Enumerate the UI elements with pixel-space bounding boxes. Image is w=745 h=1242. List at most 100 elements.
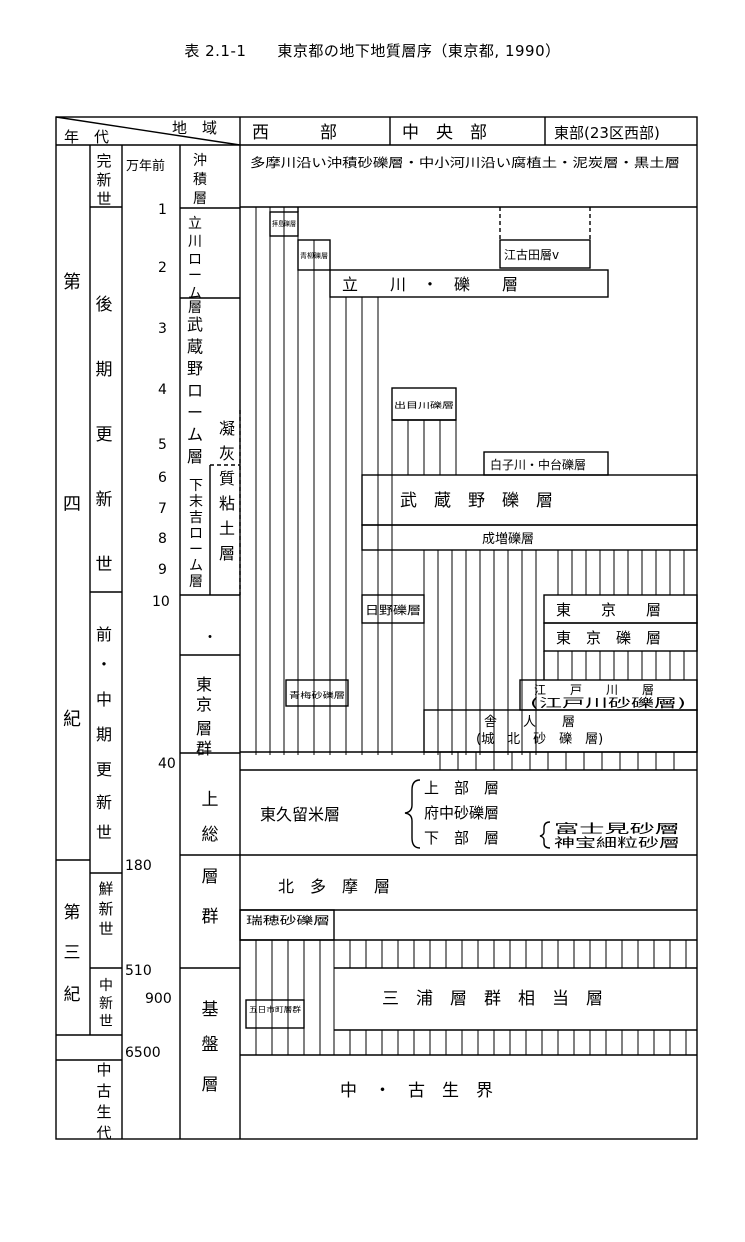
epoch-early-middle-pleistocene-char: ・ bbox=[96, 655, 112, 674]
unit-tachikawa-loam-char: ム bbox=[188, 286, 202, 302]
era-quaternary: 第四紀 bbox=[63, 272, 81, 730]
label-hino: 日野礫層 bbox=[365, 603, 421, 617]
label-shirakogawa: 白子川・中台礫層 bbox=[490, 457, 586, 472]
unit-shimosueyoshi-loam-char: 下 bbox=[189, 478, 203, 494]
label-kitatama: 北 多 摩 層 bbox=[278, 877, 390, 896]
epoch-early-middle-pleistocene-char: 世 bbox=[96, 823, 112, 842]
label-lower: 下 部 層 bbox=[424, 829, 499, 847]
era-quaternary-char: 第 bbox=[63, 272, 81, 293]
unit-tachikawa-loam-char: 層 bbox=[188, 300, 202, 316]
label-haijima: 拝島礫層 bbox=[272, 219, 296, 228]
age-label: 7 bbox=[158, 501, 167, 517]
epoch-early-middle-pleistocene-char: 期 bbox=[96, 725, 112, 744]
epoch-pliocene-char: 世 bbox=[98, 920, 113, 938]
unit-basement: 基盤層 bbox=[202, 1000, 219, 1095]
era-quaternary-char: 四 bbox=[63, 494, 81, 515]
unit-tuff-clay-char: 凝 bbox=[219, 419, 235, 438]
label-hiyoshi: 青梅砂礫層 bbox=[289, 690, 345, 700]
unit-tuff-clay-char: 土 bbox=[219, 519, 235, 538]
age-label: 3 bbox=[158, 321, 167, 337]
label-paleozoic: 中 ・ 古 生 界 bbox=[340, 1081, 493, 1101]
unit-kazusa-group-char: 上 bbox=[202, 790, 219, 810]
era-mesozoic-char: 古 bbox=[96, 1082, 111, 1100]
epoch-late-pleistocene-char: 期 bbox=[96, 360, 113, 380]
unit-basement-char: 盤 bbox=[202, 1035, 219, 1055]
unit-basement-char: 基 bbox=[202, 1000, 219, 1020]
header-corner-top: 地 域 bbox=[172, 119, 217, 137]
era-quaternary-char: 紀 bbox=[63, 709, 81, 730]
unit-musashino-loam-char: ー bbox=[187, 403, 203, 422]
age-label: 4 bbox=[158, 382, 167, 398]
epoch-holocene: 完新世 bbox=[96, 152, 111, 208]
era-tertiary-char: 第 bbox=[64, 903, 81, 923]
unit-tachikawa-loam-char: 立 bbox=[188, 216, 202, 232]
unit-dot: ・ bbox=[203, 630, 217, 646]
label-aoyagi: 青柳礫層 bbox=[300, 251, 328, 260]
epoch-late-pleistocene-char: 新 bbox=[96, 490, 113, 510]
figure-caption: 表 2.1-1 東京都の地下地質層序（東京都, 1990） bbox=[184, 42, 561, 60]
unit-tuff-clay-char: 層 bbox=[219, 544, 235, 563]
epoch-pliocene: 鮮新世 bbox=[98, 880, 113, 938]
unit-tuff-clay-char: 質 bbox=[219, 469, 235, 488]
era-tertiary: 第三紀 bbox=[64, 903, 81, 1005]
epoch-late-pleistocene-char: 更 bbox=[96, 425, 113, 445]
epoch-late-pleistocene-char: 後 bbox=[96, 295, 113, 315]
unit-kazusa-group-char: 総 bbox=[202, 825, 219, 845]
unit-tokyo-group-char: 層 bbox=[196, 719, 212, 738]
unit-musashino-loam-char: 蔵 bbox=[187, 337, 203, 356]
age-label: 1 bbox=[158, 202, 167, 218]
brace-lower bbox=[539, 821, 551, 849]
era-tertiary-char: 三 bbox=[64, 943, 81, 963]
label-narimasu: 成増礫層 bbox=[482, 531, 534, 547]
label-tokyo-formation: 東 京 層 bbox=[556, 601, 661, 619]
epoch-miocene-char: 世 bbox=[99, 1014, 113, 1030]
age-label: 2 bbox=[158, 260, 167, 276]
epoch-miocene-char: 中 bbox=[99, 978, 113, 994]
age-label: 900 bbox=[145, 991, 172, 1007]
unit-musashino-loam-char: ム bbox=[187, 425, 203, 444]
unit-basement-char: 層 bbox=[202, 1075, 219, 1095]
epoch-pliocene-char: 新 bbox=[98, 900, 113, 918]
label-johoku: (城 北 砂 礫 層) bbox=[476, 731, 603, 747]
epoch-pliocene-char: 鮮 bbox=[98, 880, 113, 898]
age-label: 8 bbox=[158, 531, 167, 547]
unit-alluvium-char: 積 bbox=[193, 172, 207, 188]
epoch-early-middle-pleistocene-char: 新 bbox=[96, 793, 112, 812]
unit-shimosueyoshi-loam-char: 末 bbox=[189, 494, 203, 510]
epoch-late-pleistocene-char: 世 bbox=[96, 555, 113, 575]
brace-higashikurume bbox=[404, 779, 421, 849]
unit-alluvium-char: 沖 bbox=[193, 153, 207, 169]
unit-tachikawa-loam-char: 川 bbox=[188, 234, 202, 250]
age-label: 40 bbox=[158, 756, 176, 772]
age-label: 6 bbox=[158, 470, 167, 486]
era-mesozoic-char: 代 bbox=[96, 1124, 111, 1142]
header-central: 中 央 部 bbox=[402, 123, 487, 143]
vertical-labels: 第四紀第三紀中古生代完新世後期更新世前・中期更新世鮮新世中新世沖積層立川ローム層… bbox=[63, 152, 235, 1142]
unit-musashino-loam-char: ロ bbox=[187, 381, 203, 400]
unit-alluvium-char: 層 bbox=[193, 191, 207, 207]
epoch-early-middle-pleistocene-char: 前 bbox=[96, 625, 112, 644]
epoch-holocene-char: 新 bbox=[96, 171, 111, 189]
epoch-holocene-char: 世 bbox=[96, 190, 111, 208]
label-tokyo-gravel: 東 京 礫 層 bbox=[556, 629, 661, 647]
age-label: 6500 bbox=[125, 1045, 161, 1061]
unit-tokyo-group-char: 京 bbox=[196, 695, 212, 714]
unit-tokyo-group-char: 群 bbox=[196, 739, 212, 758]
label-jinbo: 神宝細粒砂層 bbox=[554, 835, 680, 850]
unit-shimosueyoshi-loam-char: ロ bbox=[189, 526, 203, 542]
age-label: 5 bbox=[158, 437, 167, 453]
age-unit: 万年前 bbox=[126, 158, 165, 174]
label-itsukaichi: 五日市町層群 bbox=[249, 1004, 302, 1014]
epoch-early-middle-pleistocene-char: 更 bbox=[96, 760, 112, 779]
label-alluvial-deposits: 多摩川沿い沖積砂礫層・中小河川沿い腐植土・泥炭層・黒土層 bbox=[250, 155, 680, 170]
unit-shimosueyoshi-loam-char: ム bbox=[189, 558, 203, 574]
epoch-miocene-char: 新 bbox=[99, 996, 113, 1012]
